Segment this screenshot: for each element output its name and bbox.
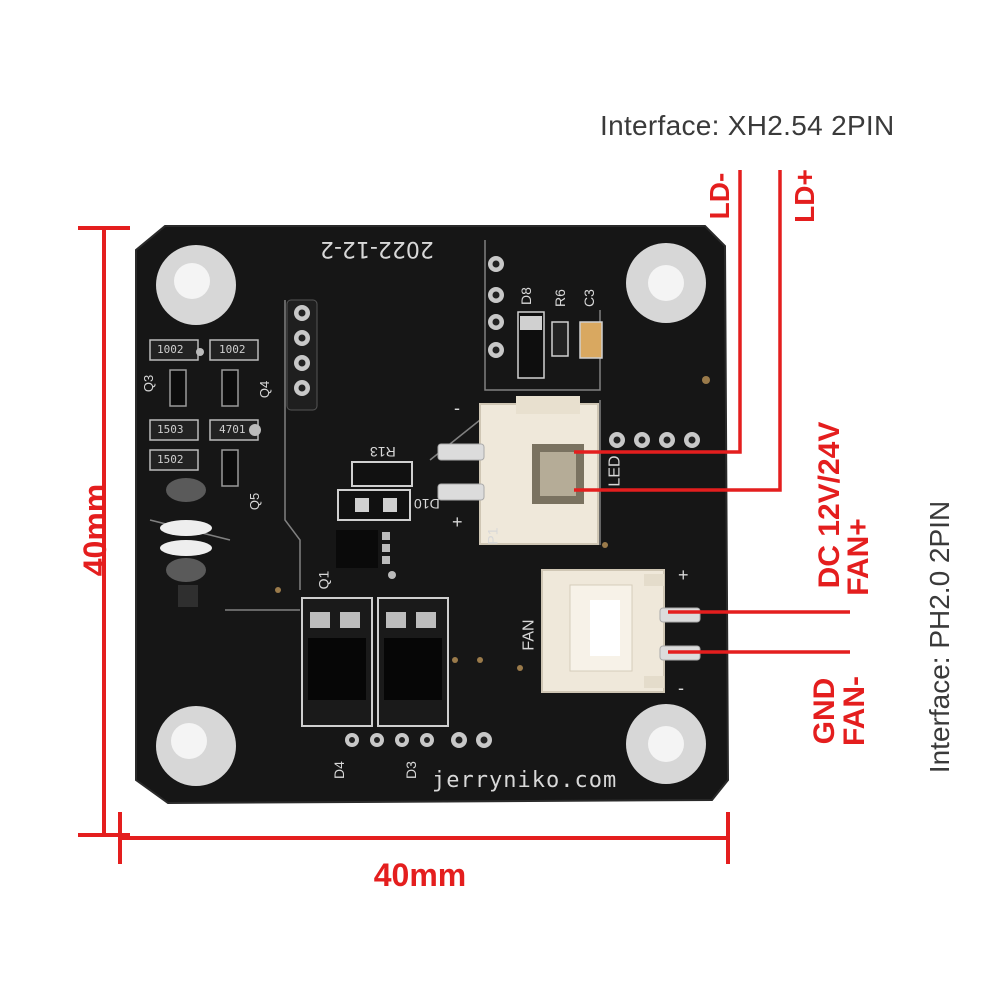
resistor-code-3: 1503	[157, 423, 184, 436]
resistor-code-1: 1002	[157, 343, 184, 356]
designator-r6: R6	[551, 289, 568, 307]
board-date-text: 2022-12-2	[320, 236, 434, 261]
polarity-minus-fan: -	[678, 678, 684, 698]
header-pins-bottom	[345, 732, 492, 748]
board-website-text: jerryniko.com	[432, 768, 618, 793]
smd-resistors	[149, 339, 259, 471]
interface-xh-label: Interface: XH2.54 2PIN	[600, 110, 895, 141]
vias	[275, 376, 710, 671]
designator-q5: Q5	[247, 492, 263, 511]
resistor-code-4: 4701	[219, 423, 246, 436]
designator-c3: C3	[580, 289, 597, 307]
width-dimension-label: 40mm	[373, 857, 467, 893]
designator-q1: Q1	[315, 570, 332, 590]
designator-fan: FAN	[520, 619, 538, 651]
designator-d4: D4	[330, 761, 347, 779]
resistor-code-5: 1502	[157, 453, 184, 466]
designator-p1: P1	[484, 527, 501, 545]
r13-d10	[337, 461, 413, 521]
led-connector	[437, 396, 599, 545]
designator-d3: D3	[402, 761, 419, 779]
designator-q3: Q3	[141, 374, 157, 393]
solder-pads-left	[160, 478, 212, 607]
header-pins-left	[286, 299, 318, 411]
d8-r6-c3	[517, 311, 603, 379]
polarity-minus-led: -	[454, 398, 460, 418]
designator-d8: D8	[517, 287, 534, 305]
designator-d10: D10	[414, 496, 440, 512]
fan-connector	[541, 569, 701, 693]
q1-chip	[336, 530, 396, 579]
d4-d3-diodes	[301, 597, 449, 727]
designator-r13: R13	[370, 444, 396, 460]
resistor-code-2: 1002	[219, 343, 246, 356]
pin-leader-lines	[574, 170, 850, 654]
dimension-lines	[78, 226, 730, 864]
designator-q4: Q4	[257, 380, 273, 399]
header-pins-top	[488, 256, 504, 358]
designator-led: LED	[606, 455, 624, 487]
small-transistors	[169, 348, 261, 487]
polarity-plus-led: +	[452, 512, 463, 532]
polarity-plus-fan: +	[678, 565, 689, 585]
mounting-holes	[156, 243, 706, 786]
header-pins-right	[609, 432, 700, 448]
